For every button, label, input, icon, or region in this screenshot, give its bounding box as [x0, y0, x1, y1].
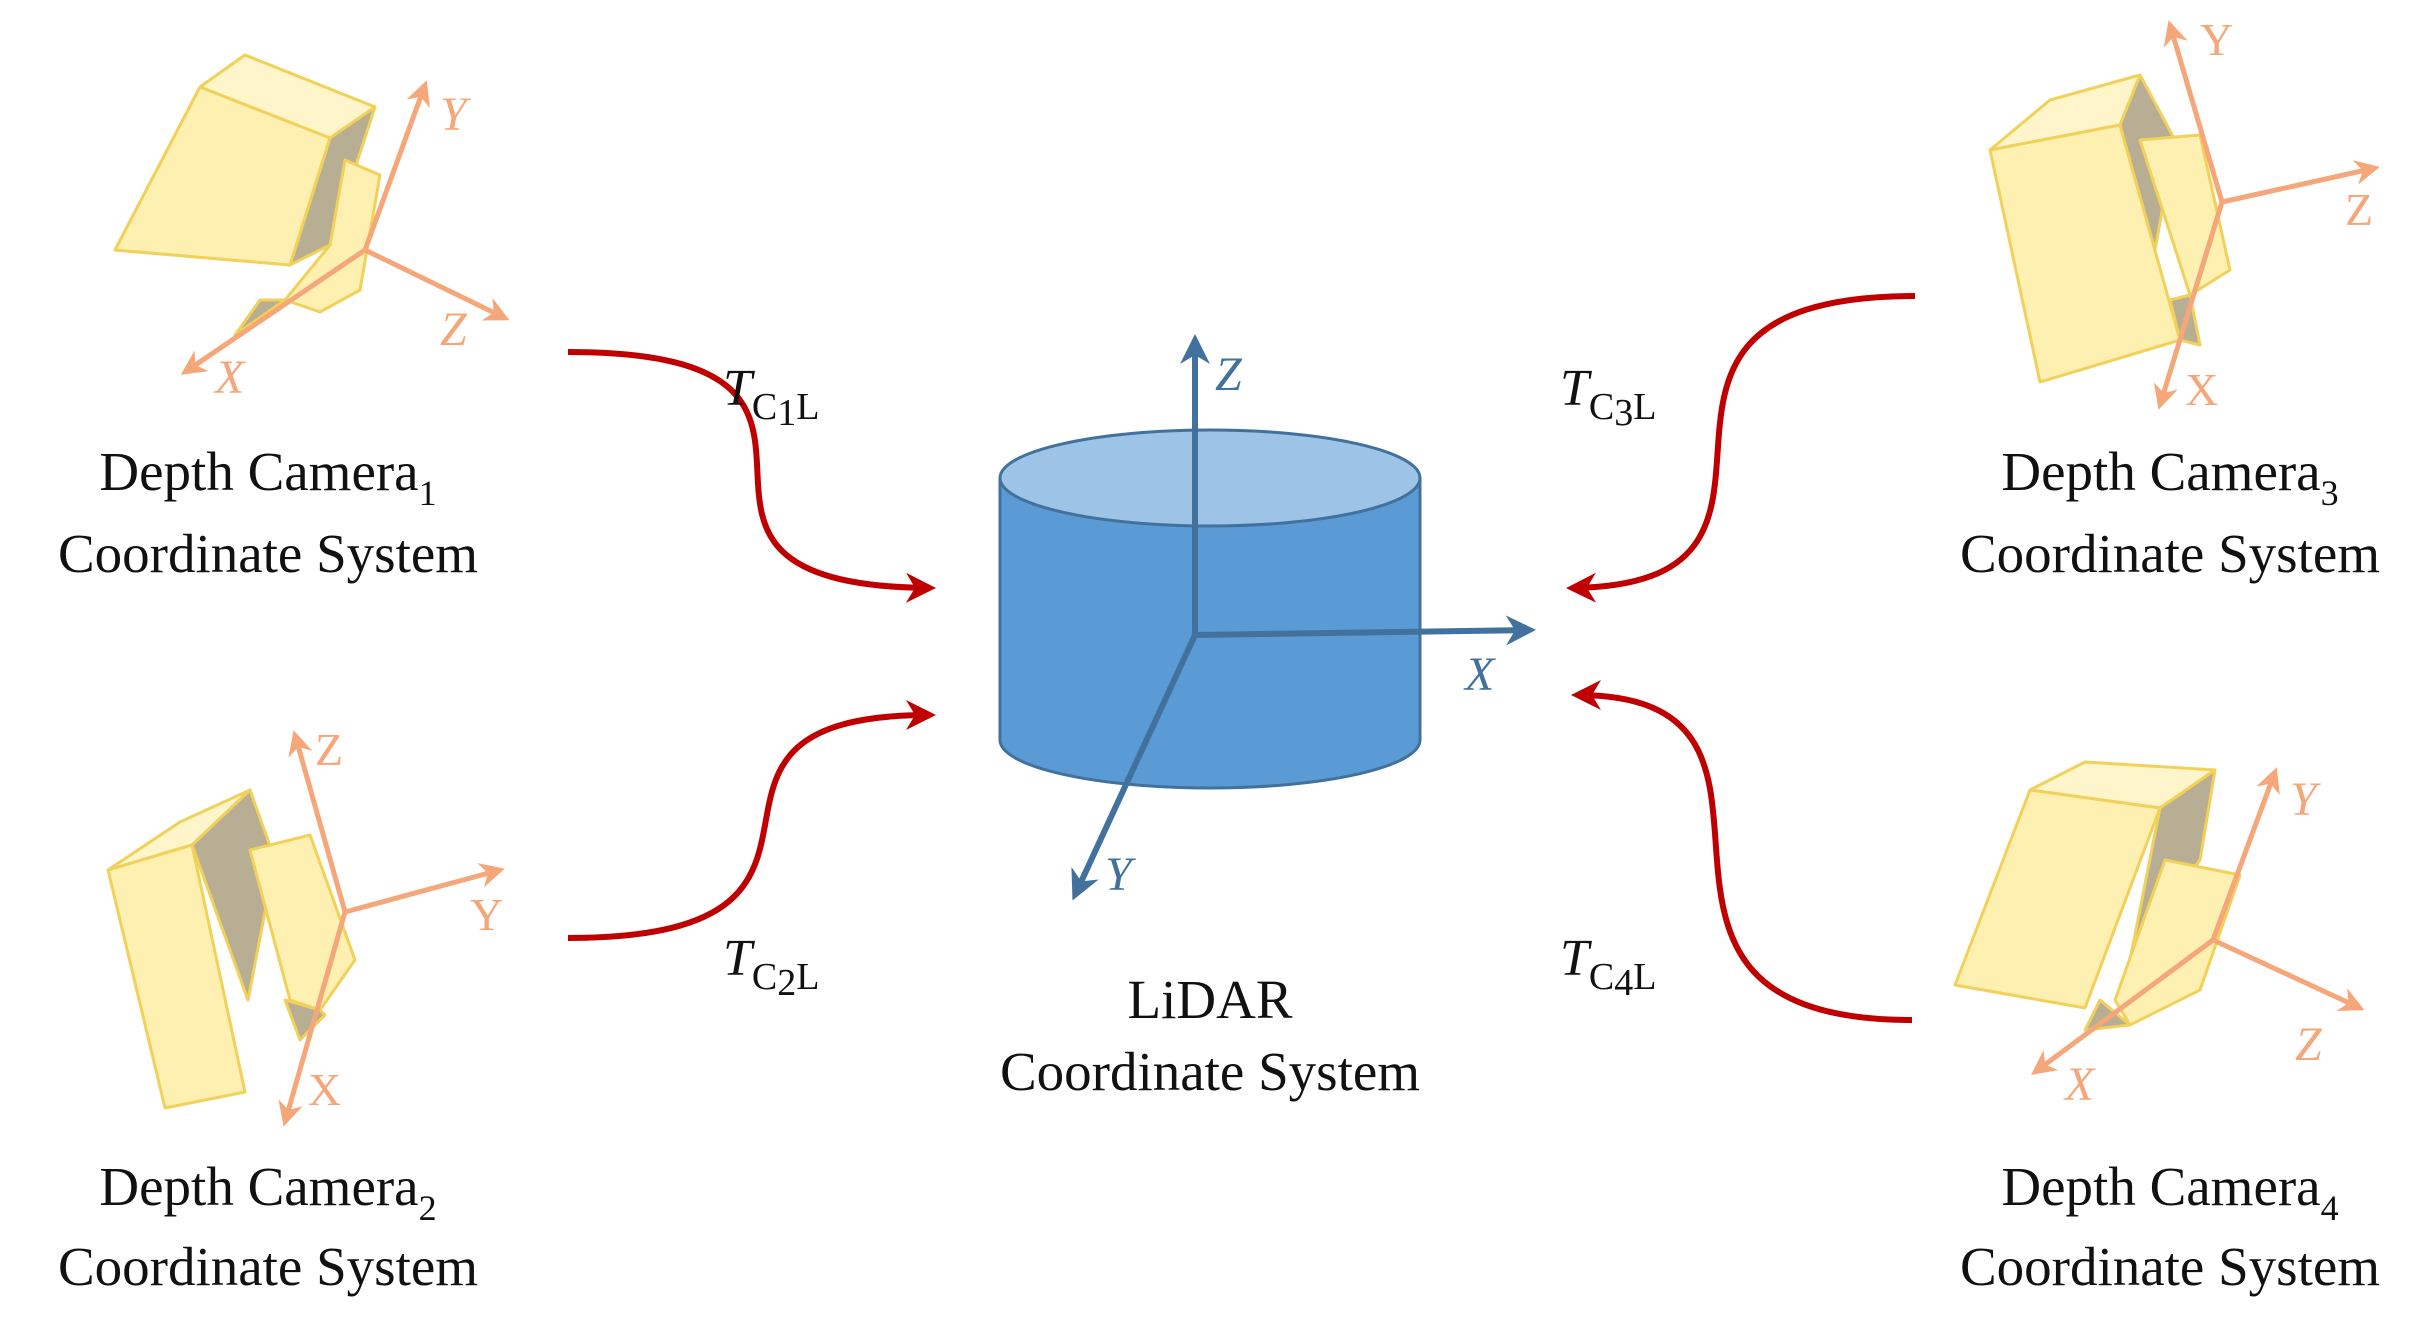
lidar-axis-label-x: X	[1463, 648, 1496, 701]
camera-4-subtitle: Coordinate System	[1960, 1236, 2380, 1297]
transform-arrow-1	[567, 349, 936, 603]
transform-label-4: TC4L	[1560, 930, 1657, 1004]
camera-1-axis-label-x: X	[213, 351, 246, 404]
lidar-axis-label-z: Z	[1215, 348, 1243, 401]
camera-2-axis-label-y: Y	[470, 889, 503, 940]
camera-2-axis-label-x: X	[308, 1064, 341, 1115]
lidar-axis-label-y: Y	[1105, 848, 1136, 901]
camera-4-group: Y Z X Depth Camera4 Coordinate System	[1953, 760, 2380, 1297]
transform-arrow-4	[1571, 680, 1913, 1023]
camera-3-axis-label-z: Z	[2345, 184, 2373, 235]
camera-1-body	[113, 53, 382, 337]
lidar-group: Z X Y LiDAR Coordinate System	[998, 334, 1536, 1102]
camera-2-body	[106, 788, 357, 1110]
camera-3-group: Y Z X Depth Camera3 Coordinate System	[1960, 14, 2380, 584]
camera-2-subtitle: Coordinate System	[58, 1236, 478, 1297]
transform-arrows	[567, 293, 1916, 1023]
camera-3-body	[1988, 73, 2232, 384]
camera-2-title: Depth Camera2	[99, 1156, 436, 1228]
transform-label-1: TC1L	[723, 360, 820, 434]
camera-2-axes	[278, 730, 505, 1127]
camera-2-axis-label-z: Z	[315, 724, 343, 775]
lidar-cylinder	[998, 428, 1422, 790]
camera-1-subtitle: Coordinate System	[58, 523, 478, 584]
transform-arrow-2	[567, 700, 936, 941]
camera-1-title: Depth Camera1	[99, 441, 436, 513]
camera-3-axis-label-y: Y	[2200, 14, 2233, 65]
camera-1-group: Y Z X Depth Camera1 Coordinate System	[58, 53, 510, 584]
camera-1-axes	[180, 80, 510, 375]
camera-3-axes	[2153, 20, 2380, 410]
lidar-subtitle: Coordinate System	[1000, 1041, 1420, 1102]
lidar-axes	[1071, 334, 1536, 901]
transform-label-3: TC3L	[1560, 360, 1657, 434]
camera-4-axis-label-z: Z	[2295, 1018, 2323, 1071]
camera-1-axis-label-z: Z	[440, 303, 468, 356]
camera-4-body	[1953, 760, 2242, 1032]
camera-4-axes	[2030, 767, 2365, 1075]
camera-2-group: Z Y X Depth Camera2 Coordinate System	[58, 724, 505, 1297]
camera-3-title: Depth Camera3	[2001, 441, 2338, 513]
transform-label-2: TC2L	[723, 930, 820, 1004]
camera-1-axis-label-y: Y	[440, 88, 471, 141]
camera-4-title: Depth Camera4	[2001, 1156, 2338, 1228]
camera-3-subtitle: Coordinate System	[1960, 523, 2380, 584]
camera-4-axis-label-x: X	[2063, 1058, 2096, 1111]
camera-3-axis-label-x: X	[2185, 364, 2218, 415]
lidar-title: LiDAR	[1128, 969, 1293, 1030]
camera-4-axis-label-y: Y	[2290, 773, 2321, 826]
transform-arrow-3	[1566, 293, 1916, 603]
